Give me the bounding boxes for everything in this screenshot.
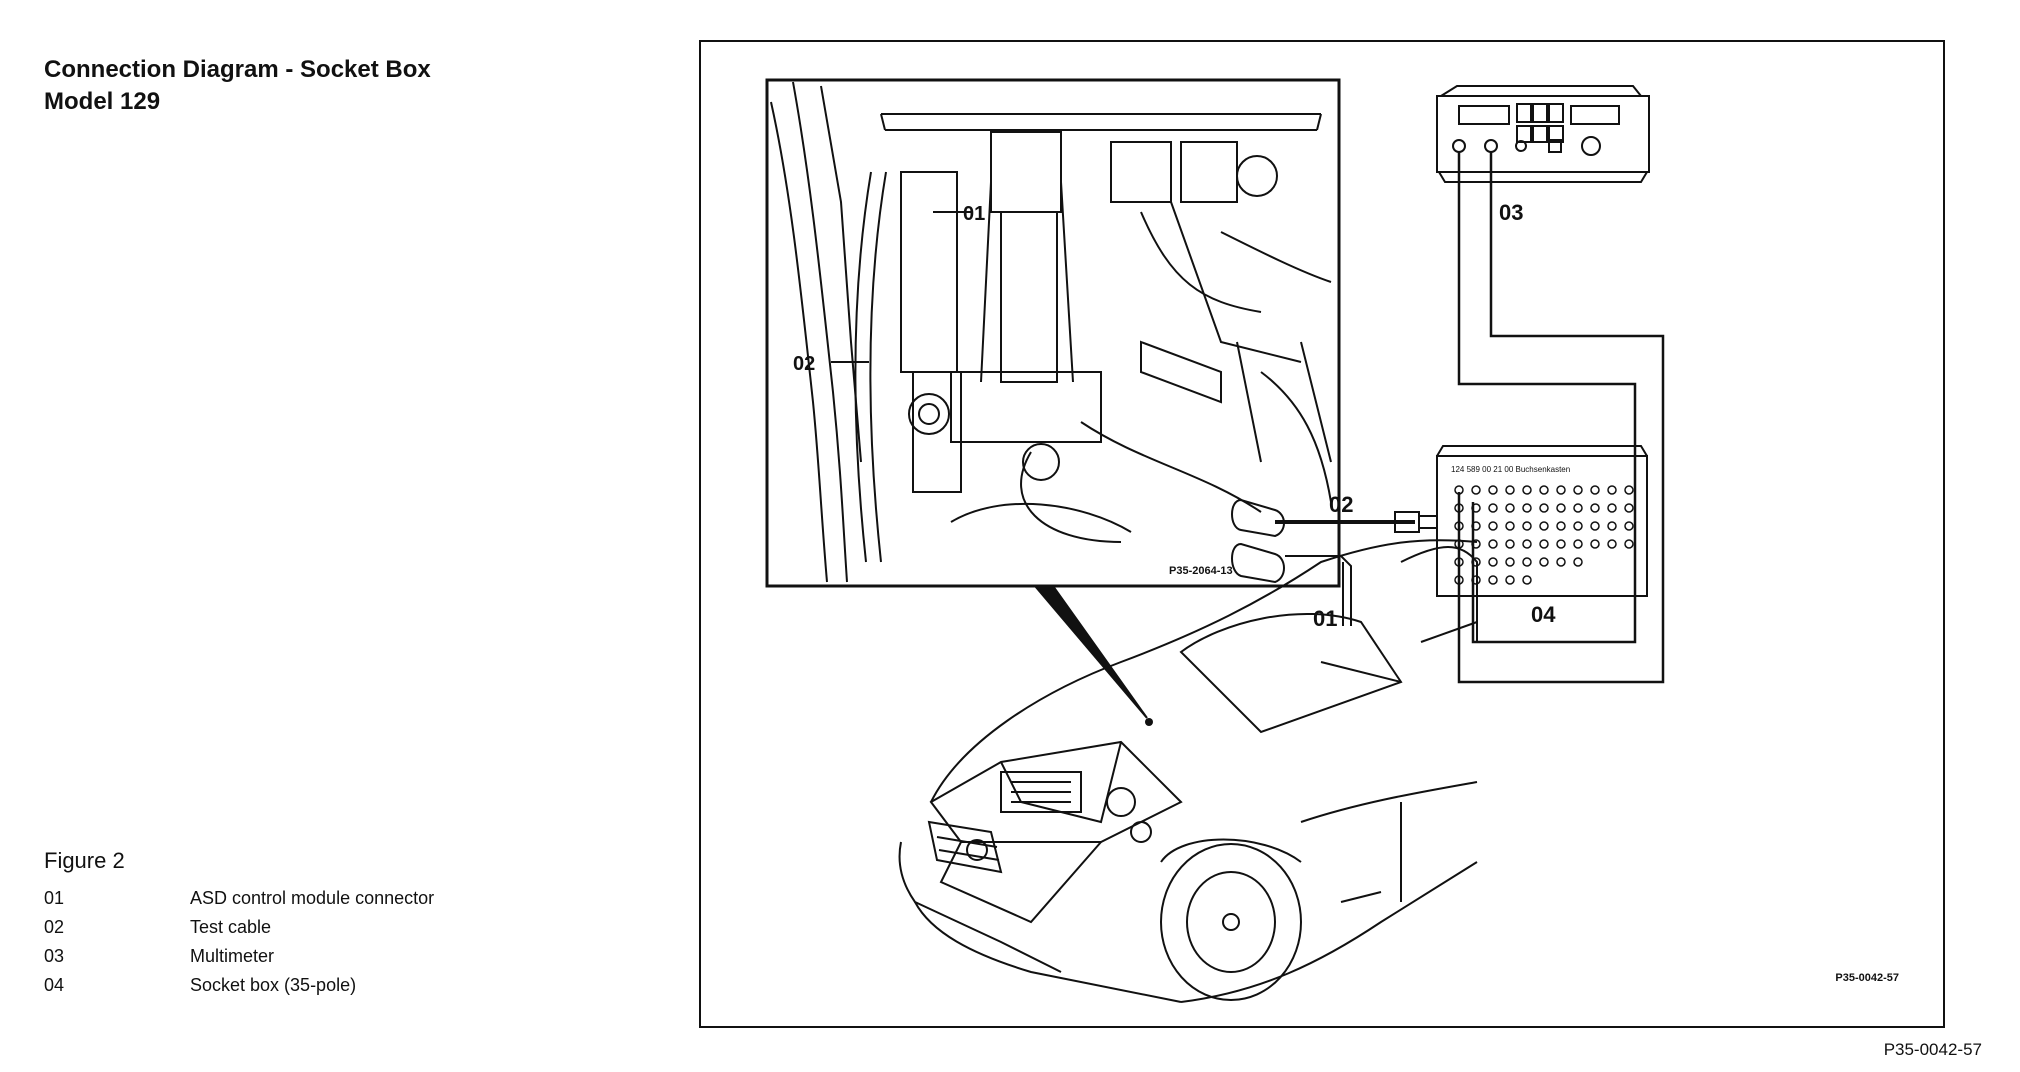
legend-text: Test cable [190,917,272,937]
multimeter-leads [1457,152,1665,684]
socket [1454,521,1464,531]
socket [1556,485,1566,495]
legend-item: 01 ASD control module connector [44,884,434,913]
socket [1607,485,1617,495]
socket [1573,539,1583,549]
socket [1590,539,1600,549]
socket [1539,521,1549,531]
socket [1556,503,1566,513]
socket [1607,503,1617,513]
legend-number: 01 [44,888,65,908]
page-figure-code: P35-0042-57 [1883,1040,1982,1059]
socket [1556,557,1566,567]
socket [1471,503,1481,513]
socket [1556,521,1566,531]
inset-figure-code: P35-2064-13 [1169,565,1233,577]
socket [1590,485,1600,495]
socket [1522,485,1532,495]
socket [1539,557,1549,567]
socket [1471,539,1481,549]
legend-number: 02 [44,917,65,937]
socket [1454,557,1464,567]
inset-callout-01: 01 [963,203,985,225]
inset-callout-02: 02 [793,353,815,375]
socket [1488,503,1498,513]
socket [1522,575,1532,585]
socket [1471,575,1481,585]
diagram-frame: 01 02 P35-2064-13 [699,40,1945,1028]
title-line-1: Connection Diagram - Socket Box [44,56,431,83]
socket [1624,485,1634,495]
socket [1488,539,1498,549]
socket [1454,503,1464,513]
socket [1573,557,1583,567]
figure-label: Figure 2 [44,848,125,873]
title-line-2: Model 129 [44,88,161,115]
legend-number: 04 [44,975,65,995]
car-illustration [898,539,1478,1003]
callout-02: 02 [1329,492,1353,517]
socket [1471,485,1481,495]
legend-number: 03 [44,946,65,966]
callout-04: 04 [1531,602,1556,627]
socket [1624,539,1634,549]
socket [1522,503,1532,513]
socket-grid [1454,485,1634,585]
socket [1454,485,1464,495]
socket [1471,521,1481,531]
callout-01: 01 [1313,606,1337,631]
socket [1505,503,1515,513]
engine-bay-inset: 01 02 P35-2064-13 [765,78,1341,588]
callout-03: 03 [1499,200,1523,225]
socket [1505,539,1515,549]
socket [1505,521,1515,531]
socket [1454,539,1464,549]
figure-legend: 01 ASD control module connector 02 Test … [44,884,434,1000]
socket [1522,521,1532,531]
socket [1590,503,1600,513]
socket [1573,521,1583,531]
socket [1505,575,1515,585]
socket [1471,557,1481,567]
socket [1573,503,1583,513]
legend-item: 02 Test cable [44,913,434,942]
socket [1573,485,1583,495]
legend-text: ASD control module connector [190,888,435,908]
legend-item: 04 Socket box (35-pole) [44,971,434,1000]
socket [1556,539,1566,549]
socket-box: 124 589 00 21 00 Buchsenkasten [1436,445,1648,597]
diagram-title: Connection Diagram - Socket Box Model 12… [44,54,431,118]
legend-text: Multimeter [190,946,275,966]
test-cable [1231,498,1438,626]
connection-diagram: 01 02 P35-2064-13 [765,78,1665,1003]
socket [1488,485,1498,495]
socket [1522,539,1532,549]
socket [1505,485,1515,495]
socket [1488,575,1498,585]
socket [1539,485,1549,495]
legend-text: Socket box (35-pole) [190,975,357,995]
socket [1624,521,1634,531]
socket [1590,521,1600,531]
socket [1624,503,1634,513]
socket [1607,521,1617,531]
legend-item: 03 Multimeter [44,942,434,971]
socket [1539,539,1549,549]
socket [1488,557,1498,567]
inset-pointer [1032,585,1148,719]
socket-box-part-number: 124 589 00 21 00 Buchsenkasten [1451,465,1570,474]
multimeter [1436,85,1650,183]
socket [1522,557,1532,567]
socket [1454,575,1464,585]
socket [1607,539,1617,549]
socket [1539,503,1549,513]
socket [1505,557,1515,567]
socket [1488,521,1498,531]
frame-figure-code: P35-0042-57 [1835,972,1899,984]
